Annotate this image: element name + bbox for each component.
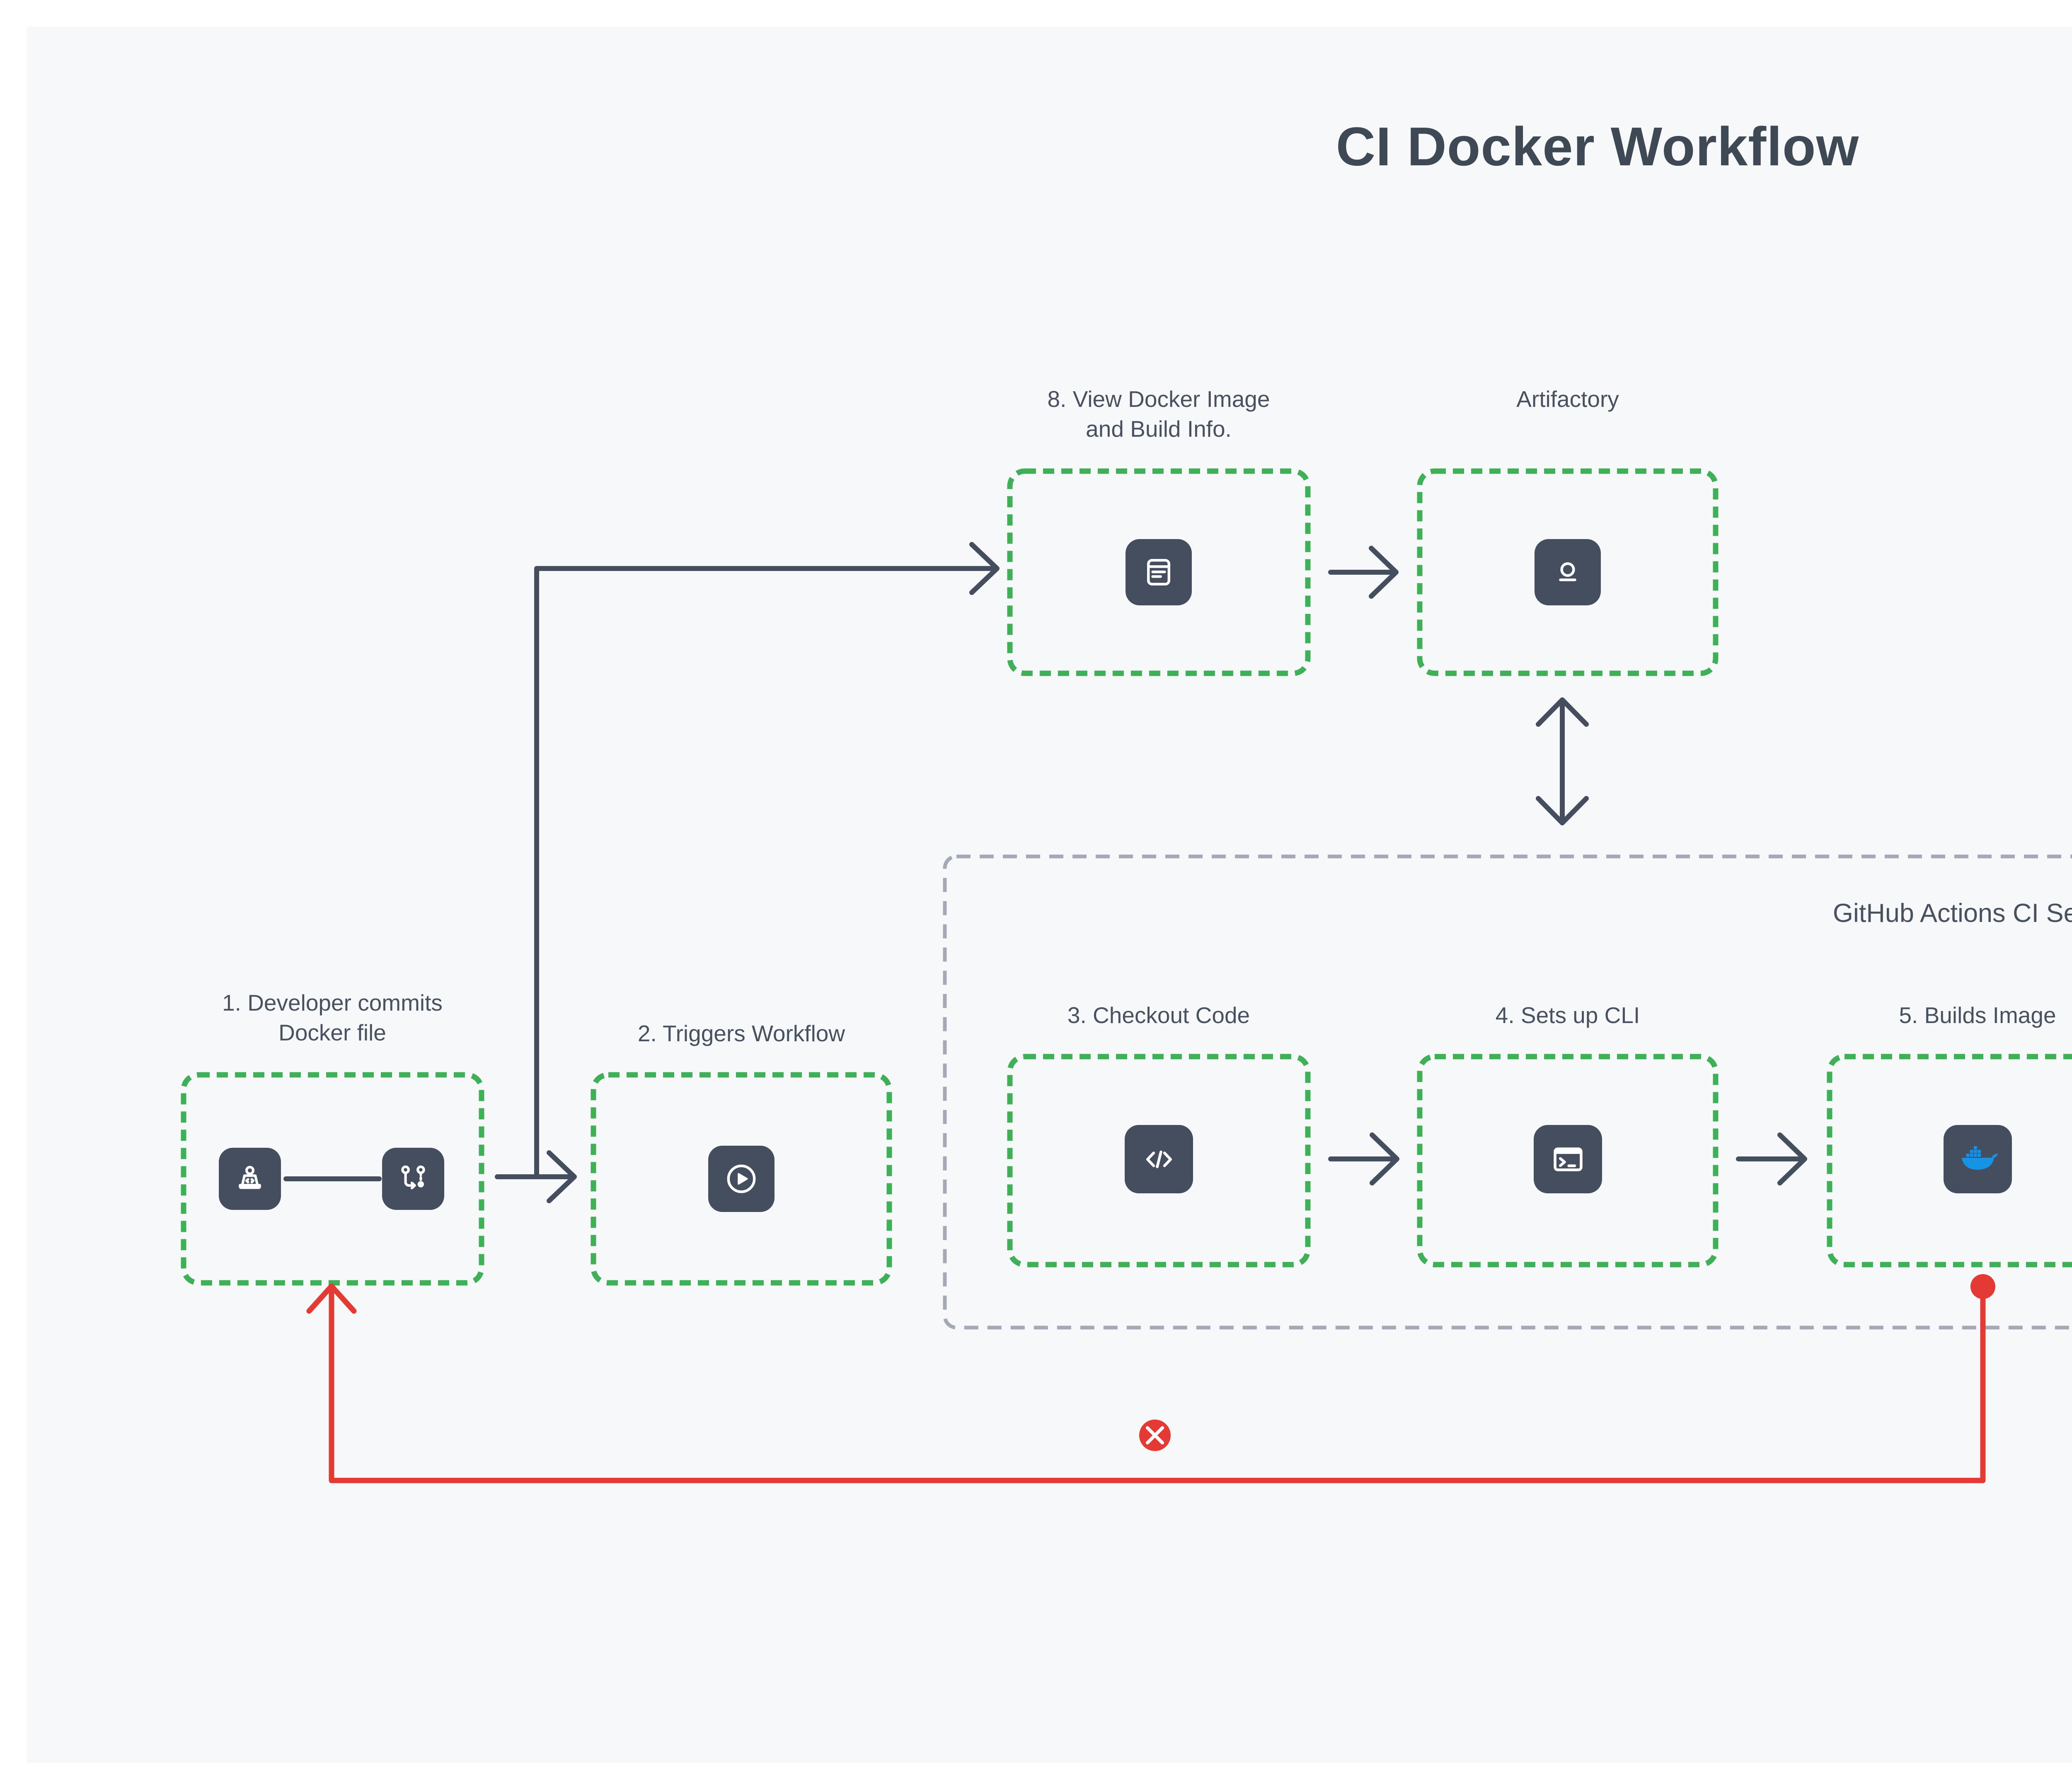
step8-label-line1: 8. View Docker Image: [1047, 386, 1270, 412]
diagram-canvas: [27, 27, 2072, 1763]
red-dot: [1970, 1274, 1995, 1299]
play-glyph: [727, 1164, 756, 1193]
build-log-icon: [1126, 539, 1192, 605]
step5-box: [1827, 1054, 2072, 1268]
step8-label: 8. View Docker Image and Build Info.: [951, 384, 1366, 444]
docker-whale-icon: [1944, 1125, 2012, 1193]
artifact-icon: [1535, 539, 1601, 605]
terminal-glyph: [1553, 1147, 1583, 1171]
terminal-icon: [1534, 1125, 1602, 1193]
step1-box: [181, 1072, 484, 1286]
arrowhead-artifactory: [1369, 546, 1399, 599]
arrowhead-step5: [1777, 1132, 1807, 1185]
docker-whale-glyph: [1961, 1146, 1998, 1170]
connector-step1-step8-elbow: [534, 566, 998, 1179]
arrowhead-step8: [969, 542, 1000, 595]
step2-label: 2. Triggers Workflow: [637, 1021, 845, 1046]
developer-laptop-glyph: [239, 1166, 261, 1189]
step5-label: 5. Builds Image: [1899, 1002, 2056, 1028]
arrowhead-step4: [1370, 1132, 1399, 1185]
ci-server-group-label: GitHub Actions CI Server: [1832, 899, 2072, 928]
failure-loop-line: [329, 1284, 1986, 1483]
code-glyph: [1146, 1150, 1172, 1168]
step1-label: 1. Developer commits Docker file: [125, 988, 540, 1047]
arrowhead-step1-step2: [547, 1150, 577, 1203]
step8-box: [1007, 468, 1311, 676]
x-icon-glyph: [1146, 1426, 1164, 1444]
developer-laptop-icon: [219, 1148, 281, 1210]
ci-server-group-box: [943, 854, 2072, 1330]
arrowhead-down-server: [1536, 796, 1589, 825]
artifact-glyph: [1559, 562, 1576, 581]
page-title: CI Docker Workflow: [1336, 116, 1859, 177]
play-icon: [708, 1146, 775, 1212]
artifactory-box: [1417, 468, 1719, 676]
step4-box: [1417, 1054, 1719, 1268]
step8-label-line2: and Build Info.: [1086, 416, 1232, 442]
step3-label: 3. Checkout Code: [1067, 1002, 1250, 1028]
step1-label-line2: Docker file: [278, 1020, 386, 1045]
arrowhead-up-artifactory: [1536, 697, 1589, 727]
git-commit-glyph: [401, 1165, 425, 1190]
step2-box: [591, 1072, 892, 1286]
failure-arrowhead-step1: [306, 1283, 357, 1314]
step4-label: 4. Sets up CLI: [1495, 1002, 1640, 1028]
step1-label-line1: 1. Developer commits: [222, 990, 443, 1016]
build-log-glyph: [1147, 559, 1170, 585]
step3-box: [1007, 1054, 1311, 1268]
code-icon: [1125, 1125, 1193, 1193]
artifactory-label: Artifactory: [1516, 386, 1619, 412]
git-commit-icon: [382, 1148, 444, 1210]
